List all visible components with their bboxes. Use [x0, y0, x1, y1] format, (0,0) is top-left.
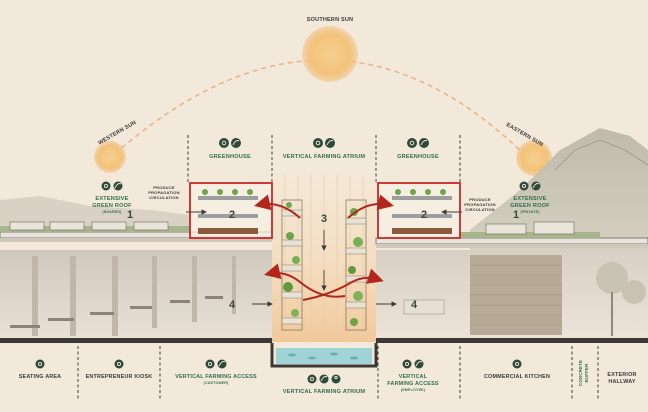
access-customer-sub: (CUSTOMER): [204, 381, 229, 385]
access-customer-label: VERTICAL FARMING ACCESS: [175, 374, 257, 380]
exterior-hallway-line2: HALLWAY: [608, 379, 635, 385]
atrium-grid: [284, 175, 364, 342]
access-employee-icons: [402, 359, 424, 369]
green-roof-right: [460, 232, 600, 238]
greenhouse-left-label: GREENHOUSE: [209, 154, 251, 160]
pool-fish: [288, 352, 358, 360]
access-employee-line1: VERTICAL: [399, 374, 428, 380]
roof-planters-right: [485, 221, 575, 235]
kitchen-icon: [512, 359, 522, 369]
roof-left-line2: GREEN ROOF: [92, 203, 132, 209]
airflow-arrows: [254, 194, 394, 301]
produce-left-line1: PRODUCE: [153, 185, 175, 190]
western-sun: [94, 141, 126, 173]
roof-right-line2: GREEN ROOF: [510, 203, 550, 209]
access-employee-sub: (EMPLOYEE): [401, 388, 426, 392]
airflow-arrow-right-mid: [302, 268, 384, 301]
atrium-icons: [313, 138, 335, 148]
roof-slab-right-under: [376, 244, 648, 248]
number-4-left: 4: [229, 299, 236, 311]
number-1-left: 1: [127, 209, 133, 221]
kitchen-wall-texture: [470, 264, 562, 326]
vertical-farm-tower-left: [281, 199, 303, 331]
greenhouse-right-label: GREENHOUSE: [397, 154, 439, 160]
access-customer-icons: [205, 359, 227, 369]
concrete-buffer-line1: CONCRETE: [578, 360, 583, 386]
roof-slab-left-under: [0, 238, 272, 242]
southern-sun-label: SOUTHERN SUN: [307, 17, 353, 23]
access-employee-line2: FARMING ACCESS: [387, 381, 439, 387]
greenhouse-left-icons: [219, 138, 241, 148]
atrium-top-label: VERTICAL FARMING ATRIUM: [283, 154, 366, 160]
roof-planters-left: [9, 221, 169, 231]
number-1-right: 1: [513, 209, 519, 221]
circulation-arrows: [186, 209, 462, 307]
produce-right-line2: PROPAGATION: [464, 202, 495, 207]
number-4-right: 4: [411, 299, 418, 311]
number-2-right: 2: [421, 209, 427, 221]
roof-right-icons: [519, 181, 541, 191]
seating-tables: [10, 296, 223, 328]
number-3: 3: [321, 213, 327, 225]
airflow-arrow-left-top: [254, 194, 301, 219]
kitchen-counter: [403, 299, 445, 315]
southern-sun: [302, 26, 358, 82]
floor-slab-right: [376, 338, 648, 343]
seating-hall: [0, 250, 272, 342]
atrium-bottom-icons: [307, 374, 341, 384]
floor-slab-left: [0, 338, 272, 343]
kiosk-icon: [114, 359, 124, 369]
number-2-left: 2: [229, 209, 235, 221]
produce-right-line3: CIRCULATION: [465, 207, 494, 212]
mountain-ridge: [554, 139, 648, 171]
roof-left-sub: (SHARED): [102, 210, 122, 214]
produce-left-line2: PROPAGATION: [148, 190, 179, 195]
exterior-trees: [596, 262, 646, 336]
roof-right-sub: (PRIVATE): [520, 210, 540, 214]
kitchen-label: COMMERCIAL KITCHEN: [484, 374, 550, 380]
roof-right-line1: EXTENSIVE: [513, 196, 546, 202]
atrium-pool-water: [276, 348, 372, 364]
vertical-farm-tower-right: [345, 199, 367, 331]
seating-icon: [35, 359, 45, 369]
airflow-arrow-right-top: [347, 194, 394, 219]
greenhouse-left-shelves: [198, 189, 258, 234]
atrium-pool-wall: [270, 343, 378, 368]
hall-columns: [32, 256, 236, 336]
roof-left-icons: [101, 181, 123, 191]
produce-left-line3: CIRCULATION: [149, 195, 178, 200]
greenhouse-right-shelves: [392, 189, 452, 234]
atrium-bottom-label: VERTICAL FARMING ATRIUM: [283, 389, 366, 395]
airflow-arrow-left-mid: [264, 263, 346, 298]
roof-left-line1: EXTENSIVE: [95, 196, 128, 202]
exterior-hallway-line1: EXTERIOR: [607, 372, 636, 378]
kiosk-label: ENTREPRENEUR KIOSK: [86, 374, 153, 380]
concrete-buffer-line2: BUFFER: [584, 363, 589, 383]
produce-right-line1: PRODUCE: [469, 197, 491, 202]
greenhouse-right-icons: [407, 138, 429, 148]
seating-area-label: SEATING AREA: [19, 374, 62, 380]
